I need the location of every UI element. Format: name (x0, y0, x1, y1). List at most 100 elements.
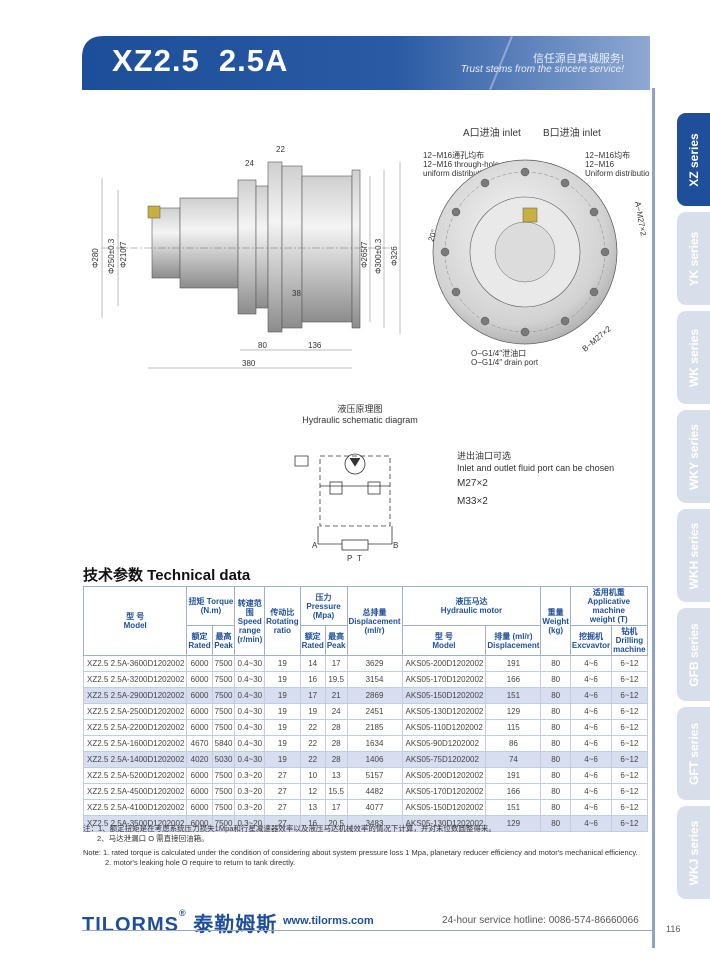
series-tabs: XZ series YK series WK series WKY series… (677, 113, 710, 905)
th-text: Weight (542, 616, 569, 626)
side-divider (652, 88, 655, 948)
cell-exc: 4~6 (569, 671, 613, 688)
cell-p-peak: 21 (324, 687, 348, 704)
cell-disp: 4077 (346, 799, 403, 816)
cell-p-rated: 17 (299, 687, 326, 704)
cell-mdisp: 151 (485, 687, 542, 704)
cell-ratio: 19 (264, 735, 301, 752)
cell-ratio: 27 (264, 799, 301, 816)
cell-peak: 7500 (211, 799, 236, 816)
cell-peak: 7500 (211, 767, 236, 784)
cell-ratio: 19 (264, 671, 301, 688)
tab-wkh-series[interactable]: WKH series (677, 509, 710, 602)
cell-exc: 4~6 (569, 687, 613, 704)
website-link[interactable]: www.tilorms.com (283, 915, 374, 927)
tab-gfb-series[interactable]: GFB series (677, 608, 710, 701)
cell-disp: 5157 (346, 767, 403, 784)
schematic-label-b: B (393, 541, 398, 550)
cell-p-peak: 28 (324, 719, 348, 736)
front-view-drawing: A口进油 inlet B口进油 inlet 12−M16通孔均布 12−M16 … (423, 126, 650, 367)
cell-p-peak: 15.5 (324, 783, 348, 800)
cell-rated: 6000 (186, 783, 213, 800)
th-text: 最高 (328, 631, 345, 641)
right-note: 12−M16 (585, 160, 615, 169)
th-text: 总排量 (362, 607, 387, 617)
cell-p-rated: 16 (299, 671, 326, 688)
cell-speed: 0.4~30 (234, 751, 266, 768)
dim-label: Φ210f7 (119, 241, 128, 268)
cell-disp: 2451 (346, 703, 403, 720)
cell-peak: 7500 (211, 703, 236, 720)
cell-drill: 6~12 (611, 799, 648, 816)
th-text: Speed range (237, 616, 262, 635)
cell-peak: 5840 (211, 735, 236, 752)
cell-rated: 4020 (186, 751, 213, 768)
dim-label: Φ250±0.3 (107, 238, 116, 274)
th-motor-displacement: 排量 (ml/r)Displacement (485, 625, 542, 656)
dim-label: 24 (245, 159, 254, 168)
cell-motor: AKS05-110D1202002 (401, 719, 487, 736)
cell-peak: 7500 (211, 671, 236, 688)
cell-model: XZ2.5 2.5A-3600D1202002 (82, 655, 188, 672)
tab-xz-series[interactable]: XZ series (677, 113, 710, 206)
cell-exc: 4~6 (569, 767, 613, 784)
cell-p-rated: 19 (299, 703, 326, 720)
cell-weight: 80 (540, 815, 571, 832)
th-text: 液压马达 (455, 597, 488, 606)
tab-gft-series[interactable]: GFT series (677, 707, 710, 800)
cell-mdisp: 86 (485, 735, 542, 752)
cell-mdisp: 191 (485, 767, 542, 784)
th-text: 钻机 (621, 627, 638, 636)
cell-p-peak: 28 (324, 751, 348, 768)
tab-wk-series[interactable]: WK series (677, 311, 710, 404)
cell-exc: 4~6 (569, 735, 613, 752)
cell-model: XZ2.5 2.5A-5200D1202002 (82, 767, 188, 784)
cell-weight: 80 (540, 799, 571, 816)
brand-latin: TILORMS (82, 914, 179, 936)
cell-weight: 80 (540, 719, 571, 736)
note-line: 2. motor's leaking hole O require to ret… (105, 858, 296, 867)
side-view-drawing: 24 22 38 80 136 380 Φ280 Φ250±0.3 Φ210f7… (91, 145, 401, 369)
tech-title: 技术参数 Technical data (83, 567, 251, 584)
cell-rated: 6000 (186, 671, 213, 688)
cell-speed: 0.4~30 (234, 687, 266, 704)
dim-label: 380 (242, 359, 256, 368)
left-note: 12−M16 through-hole (423, 160, 500, 169)
a-port-label: A−M27×2 (633, 201, 648, 237)
th-text: Rotating (266, 616, 299, 626)
cell-p-peak: 17 (324, 655, 348, 672)
cell-speed: 0.3~20 (234, 799, 266, 816)
cell-weight: 80 (540, 735, 571, 752)
th-text: 最高 (215, 631, 232, 641)
cell-peak: 7500 (211, 687, 236, 704)
cell-weight: 80 (540, 767, 571, 784)
cell-speed: 0.3~20 (234, 783, 266, 800)
right-note: 12−M16均布 (585, 150, 630, 160)
cell-exc: 4~6 (569, 703, 613, 720)
tab-label: WKY series (686, 423, 701, 490)
cell-p-peak: 17 (324, 799, 348, 816)
cell-motor: AKS05-150D1202002 (401, 687, 487, 704)
cell-ratio: 19 (264, 719, 301, 736)
tab-label: GFB series (686, 622, 701, 687)
tab-wky-series[interactable]: WKY series (677, 410, 710, 503)
cell-motor: AKS05-75D1202002 (401, 751, 487, 768)
th-text: Displacement (487, 640, 540, 650)
tab-wkj-series[interactable]: WKJ series (677, 806, 710, 899)
cell-speed: 0.3~20 (234, 815, 266, 832)
cell-p-rated: 22 (299, 735, 326, 752)
cell-mdisp: 166 (485, 783, 542, 800)
port-note-cn: 进出油口可选 (457, 451, 512, 461)
cell-disp: 3629 (346, 655, 403, 672)
left-note: 12−M16通孔均布 (423, 150, 484, 160)
hydraulic-schematic: A B P T (294, 453, 398, 563)
tab-yk-series[interactable]: YK series (677, 212, 710, 305)
